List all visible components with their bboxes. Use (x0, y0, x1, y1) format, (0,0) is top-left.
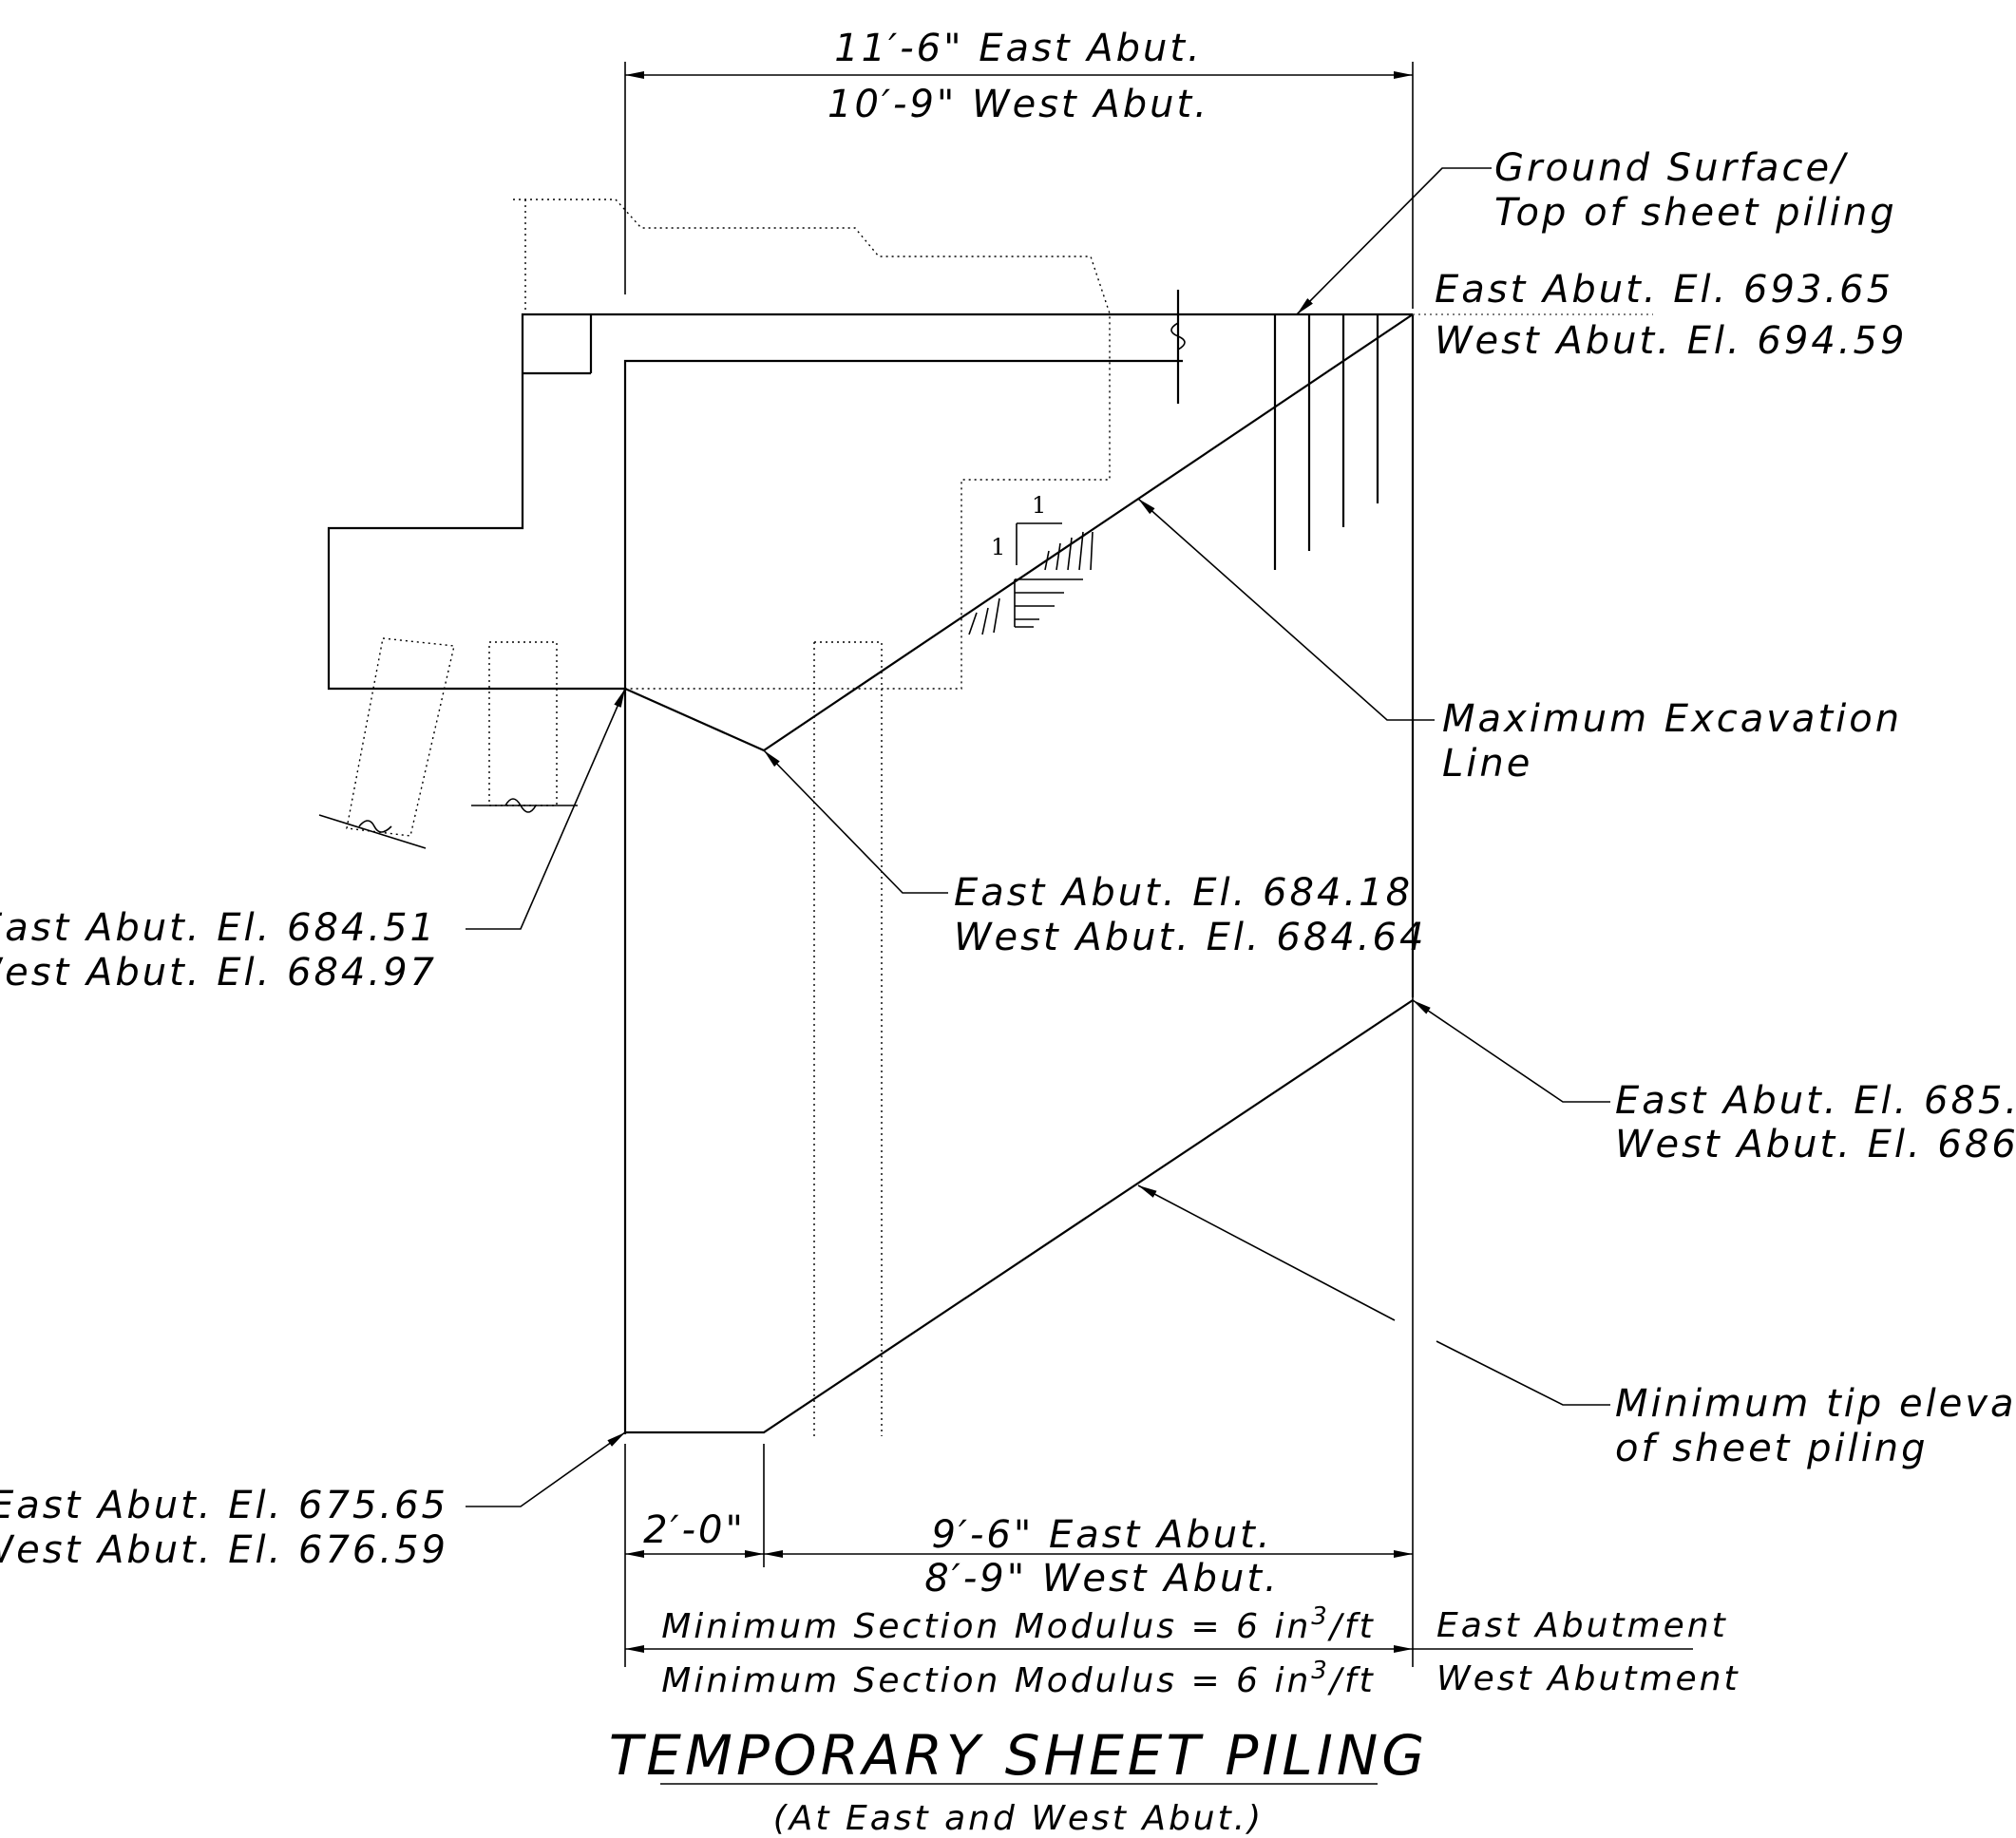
dim-east-label: 9′-6" East Abut. (931, 1513, 1272, 1557)
mid-elevation-east: East Abut. El. 684.18 (954, 871, 1413, 915)
bottom-dimensions: 2′-0" 9′-6" East Abut. 8′-9" West Abut. … (624, 1444, 1740, 1700)
bottom-elevation-east: East Abut. El. 675.65 (0, 1484, 448, 1527)
sheet-piling (625, 314, 1415, 1667)
top-elevation-east: East Abut. El. 693.65 (1435, 268, 1893, 312)
slope-run-label: 1 (1032, 492, 1046, 519)
existing-piles (318, 637, 883, 1436)
min-tip-label-1: Minimum tip elevation (1615, 1382, 2016, 1426)
west-abutment-label: West Abutment (1436, 1659, 1740, 1698)
max-excavation-label-1: Maximum Excavation (1442, 697, 1902, 741)
right-elevation-west: West Abut. El. 686.59 (1615, 1123, 2016, 1166)
drawing-title: TEMPORARY SHEET PILING (609, 1723, 1428, 1788)
mid-elevation-west: West Abut. El. 684.64 (954, 916, 1426, 959)
leaders: Ground Surface/ Top of sheet piling East… (0, 146, 2016, 1572)
right-elevation-east: East Abut. El. 685.65 (1615, 1079, 2016, 1123)
east-abutment-label: East Abutment (1436, 1606, 1728, 1645)
left-elevation-west: West Abut. El. 684.97 (0, 951, 437, 995)
existing-structure-outline (513, 199, 1111, 690)
abutment-structure (327, 290, 1413, 1434)
left-elevation-east: East Abut. El. 684.51 (0, 906, 437, 950)
min-tip-label-2: of sheet piling (1615, 1427, 1929, 1470)
dim-west-label: 8′-9" West Abut. (924, 1557, 1279, 1601)
dim-two-ft-label: 2′-0" (643, 1508, 746, 1552)
top-dimension: 11′-6" East Abut. 10′-9" West Abut. (624, 27, 1414, 309)
title-block: TEMPORARY SHEET PILING (At East and West… (609, 1723, 1428, 1838)
top-dim-east-label: 11′-6" East Abut. (834, 27, 1203, 70)
soil-hatching (968, 531, 1094, 635)
modulus-west: Minimum Section Modulus = 6 in3/ft (661, 1657, 1376, 1700)
top-elevation-west: West Abut. El. 694.59 (1435, 319, 1907, 363)
modulus-east: Minimum Section Modulus = 6 in3/ft (661, 1602, 1376, 1646)
bottom-elevation-west: West Abut. El. 676.59 (0, 1528, 448, 1572)
max-excavation-label-2: Line (1442, 742, 1532, 786)
drawing-subtitle: (At East and West Abut.) (773, 1799, 1264, 1838)
slope-rise-label: 1 (991, 534, 1005, 560)
ground-surface-label-2: Top of sheet piling (1494, 191, 1897, 235)
top-dim-west-label: 10′-9" West Abut. (827, 83, 1209, 126)
ground-surface-label-1: Ground Surface/ (1494, 146, 1849, 190)
existing-sheet-piles (1273, 314, 1379, 570)
maximum-excavation-line: 1 1 (624, 313, 1414, 752)
